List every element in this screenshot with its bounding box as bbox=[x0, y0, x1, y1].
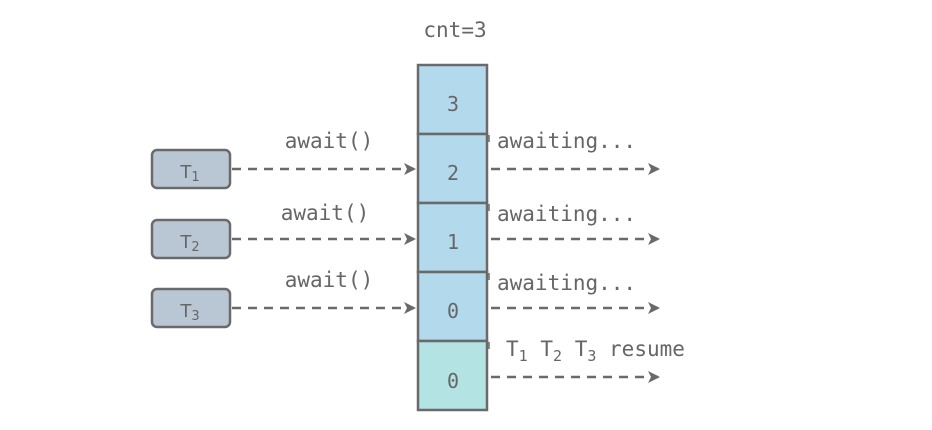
counter-label: cnt=3 bbox=[423, 18, 486, 42]
counter-stack: 3 2 1 0 0 bbox=[416, 63, 489, 412]
await-call-label: await() bbox=[281, 201, 370, 225]
thread-box bbox=[150, 287, 232, 329]
await-call-label: await() bbox=[285, 129, 374, 153]
thread-box bbox=[150, 218, 232, 260]
stack-cell-4 bbox=[416, 339, 489, 412]
outgoing-arrows bbox=[491, 163, 660, 383]
await-arrows bbox=[232, 163, 416, 314]
stack-cell-value: 1 bbox=[447, 230, 459, 254]
stack-cell-3 bbox=[416, 270, 489, 343]
resume-label: T1 T2 T3 resume bbox=[506, 337, 685, 365]
stack-cell-value: 0 bbox=[447, 369, 459, 393]
awaiting-status-label: awaiting... bbox=[497, 271, 636, 295]
awaiting-status-label: awaiting... bbox=[497, 202, 636, 226]
thread-box bbox=[150, 148, 232, 190]
thread-label: T1 bbox=[179, 162, 199, 185]
stack-cell-value: 2 bbox=[447, 161, 459, 185]
stack-cell-0 bbox=[416, 63, 489, 136]
thread-boxes: T1 T2 T3 bbox=[150, 148, 232, 329]
stack-cell-value: 3 bbox=[447, 92, 459, 116]
awaiting-status-label: awaiting... bbox=[497, 129, 636, 153]
thread-label: T3 bbox=[179, 301, 199, 324]
stack-cell-value: 0 bbox=[447, 299, 459, 323]
thread-label: T2 bbox=[179, 232, 199, 255]
await-call-label: await() bbox=[285, 268, 374, 292]
